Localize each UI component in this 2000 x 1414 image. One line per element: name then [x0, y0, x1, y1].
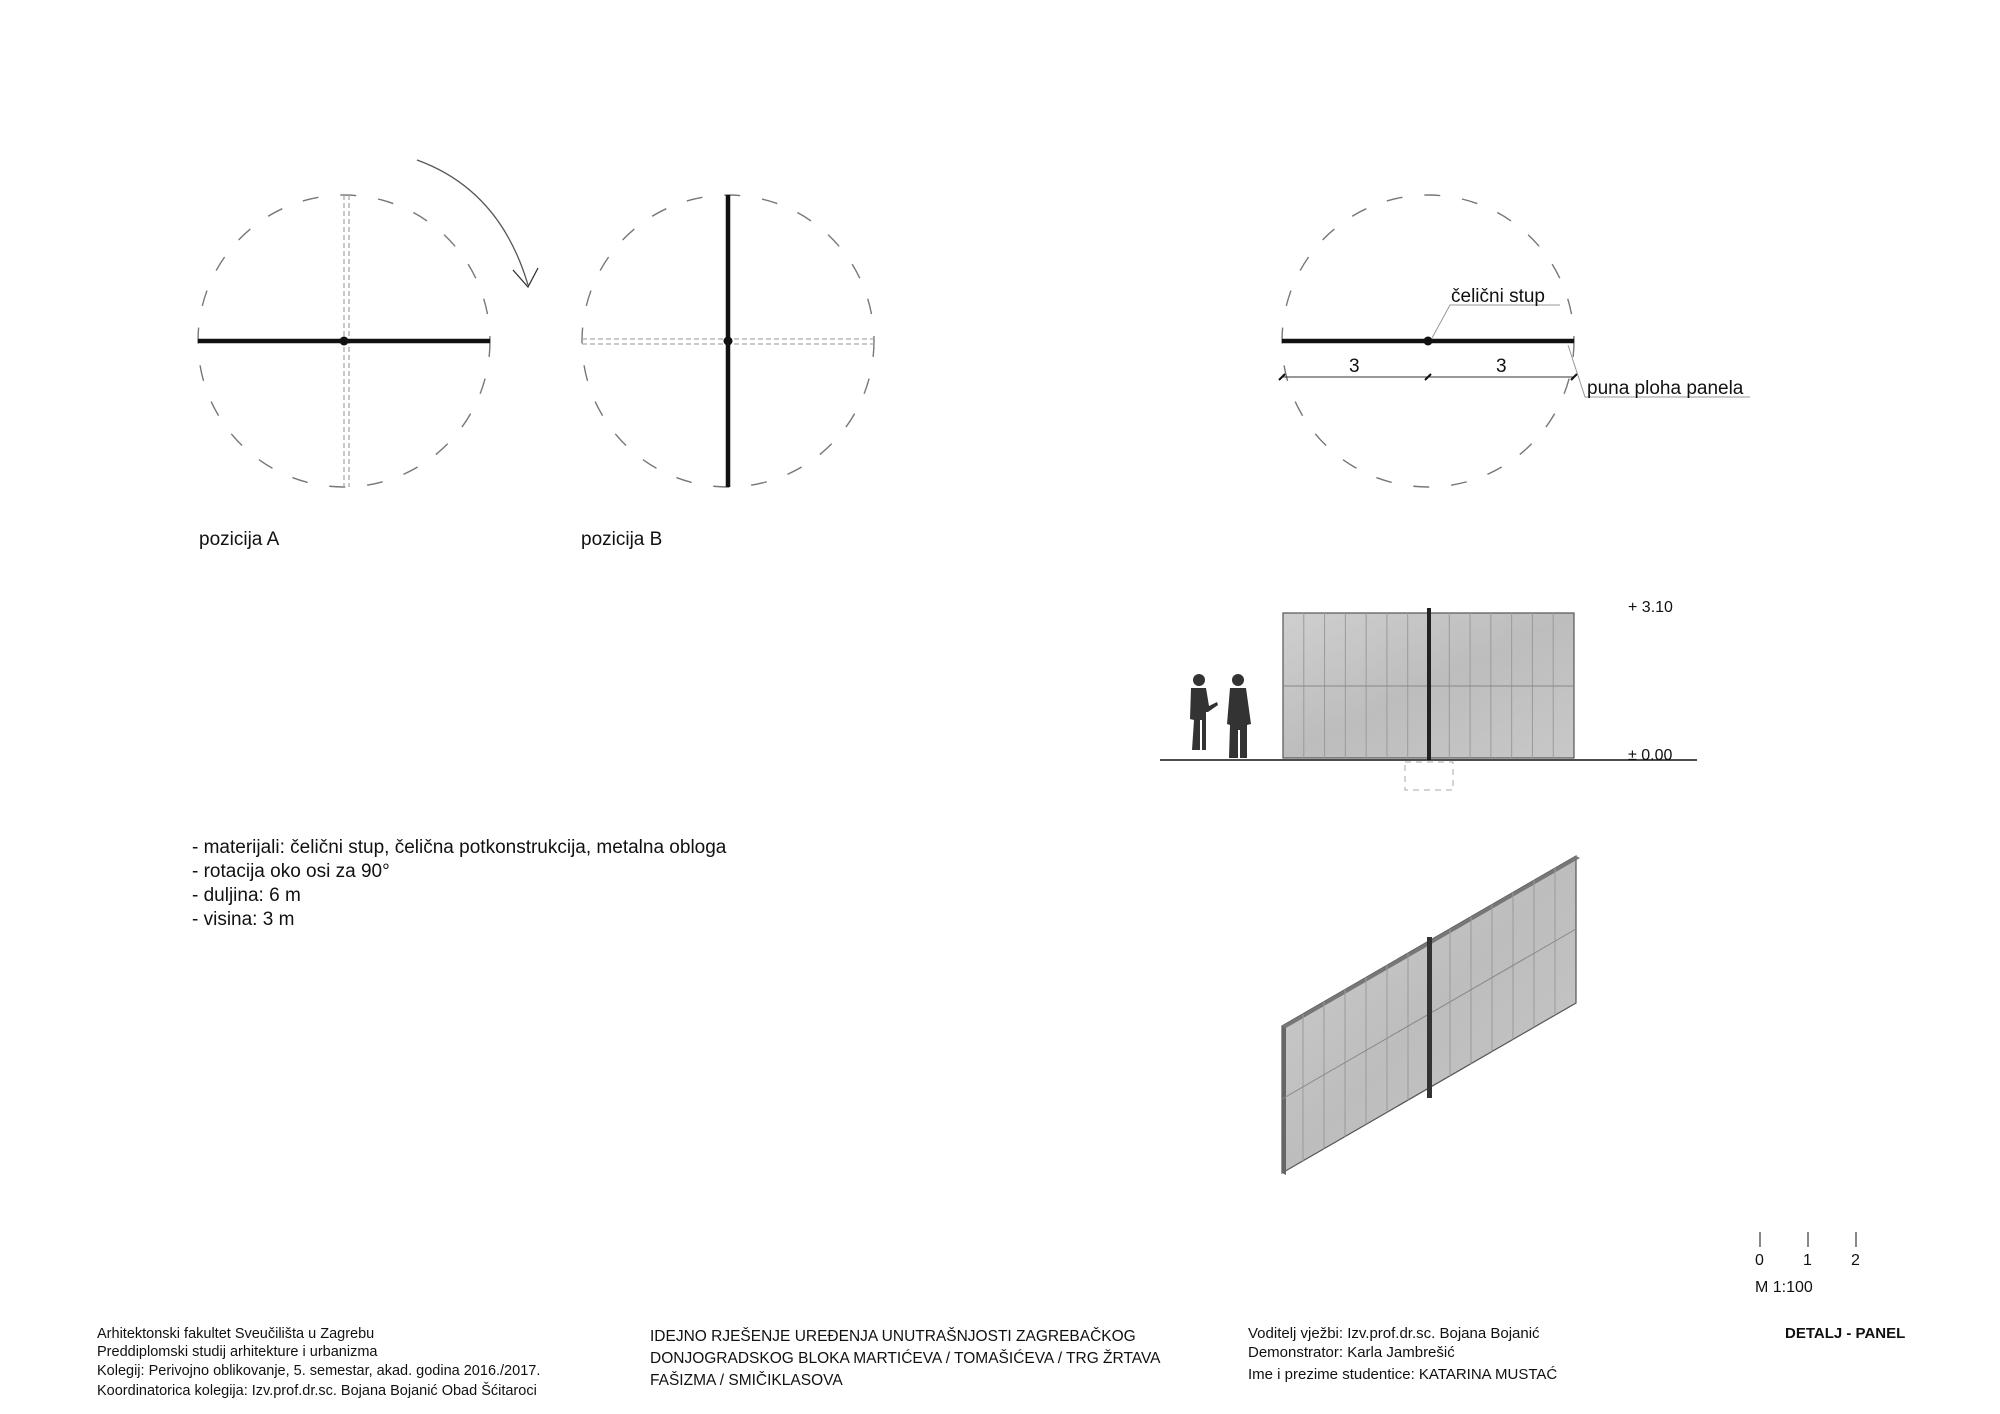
- steel-column: [1427, 937, 1432, 1098]
- sheet-title: DETALJ - PANEL: [1785, 1325, 1905, 1342]
- people-line: Demonstrator: Karla Jambrešić: [1248, 1344, 1455, 1361]
- scale-tick-label: 1: [1803, 1252, 1812, 1269]
- dimension-left: 3: [1349, 356, 1360, 377]
- note-line: - materijali: čelični stup, čelična potk…: [192, 837, 727, 858]
- project-title-line: FAŠIZMA / SMIČIKLASOVA: [650, 1372, 843, 1389]
- steel-column: [1427, 608, 1431, 760]
- title-block: Arhitektonski fakultet Sveučilišta u Zag…: [97, 1325, 1905, 1399]
- elevation-view: + 3.10 ± 0.00: [1160, 599, 1697, 791]
- school-line: Kolegij: Perivojno oblikovanje, 5. semes…: [97, 1363, 540, 1379]
- scale-tick-label: 2: [1851, 1252, 1860, 1269]
- school-line: Koordinatorica kolegija: Izv.prof.dr.sc.…: [97, 1382, 537, 1399]
- scale-label: M 1:100: [1755, 1279, 1813, 1296]
- school-line: Arhitektonski fakultet Sveučilišta u Zag…: [97, 1326, 374, 1342]
- people-line: Ime i prezime studentice: KATARINA MUSTA…: [1248, 1366, 1557, 1383]
- column-dot: [723, 336, 733, 346]
- level-top: + 3.10: [1628, 599, 1673, 616]
- project-title-line: DONJOGRADSKOG BLOKA MARTIĆEVA / TOMAŠIĆE…: [650, 1350, 1161, 1367]
- panel-label: puna ploha panela: [1587, 378, 1744, 399]
- leader-line: [1431, 304, 1560, 339]
- plan-position-b: pozicija B: [581, 194, 875, 550]
- scale-tick-label: 0: [1755, 1252, 1764, 1269]
- note-line: - visina: 3 m: [192, 909, 294, 930]
- human-figures-icon: [1190, 674, 1251, 758]
- project-title-line: IDEJNO RJEŠENJE UREĐENJA UNUTRAŠNJOSTI Z…: [650, 1328, 1136, 1345]
- column-dot: [339, 336, 349, 346]
- note-line: - rotacija oko osi za 90°: [192, 861, 390, 882]
- column-label: čelični stup: [1451, 286, 1545, 307]
- foundation: [1404, 761, 1454, 791]
- dimension-right: 3: [1496, 356, 1507, 377]
- school-line: Preddiplomski studij arhitekture i urban…: [97, 1344, 378, 1360]
- leader-line: [1567, 344, 1750, 398]
- rotation-arrow: [416, 159, 539, 289]
- materials-notes: - materijali: čelični stup, čelična potk…: [192, 837, 727, 930]
- column-dot: [1423, 336, 1433, 346]
- people-line: Voditelj vježbi: Izv.prof.dr.sc. Bojana …: [1248, 1325, 1540, 1342]
- note-line: - duljina: 6 m: [192, 885, 301, 906]
- position-a-label: pozicija A: [199, 529, 280, 550]
- isometric-view: [1281, 854, 1580, 1175]
- plan-detail: 3 3 čelični stup puna ploha panela: [1278, 194, 1750, 488]
- scale-bar: 0 1 2 M 1:100: [1755, 1232, 1860, 1296]
- plan-position-a: pozicija A: [197, 194, 491, 550]
- level-ground: ± 0.00: [1628, 747, 1672, 764]
- position-b-label: pozicija B: [581, 529, 662, 550]
